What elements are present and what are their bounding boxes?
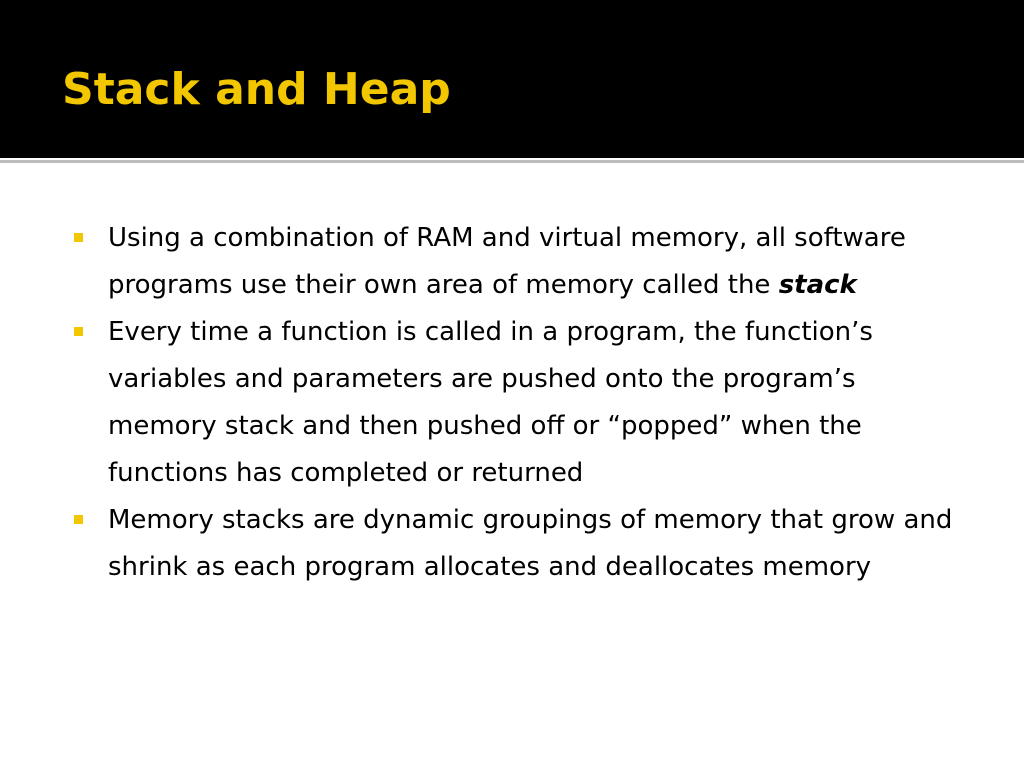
title-bar: Stack and Heap	[0, 0, 1024, 158]
bullet-emphasis-stack: stack	[778, 270, 857, 300]
square-bullet-icon	[74, 515, 83, 524]
title-divider	[0, 158, 1024, 168]
bullet-text: Using a combination of RAM and virtual m…	[108, 223, 906, 300]
bullet-item-dynamic-groupings: Memory stacks are dynamic groupings of m…	[72, 497, 972, 591]
bullet-item-function-calls: Every time a function is called in a pro…	[72, 309, 972, 497]
bullet-list: Using a combination of RAM and virtual m…	[72, 215, 972, 591]
divider-line	[0, 160, 1024, 163]
bullet-text: Memory stacks are dynamic groupings of m…	[108, 505, 953, 582]
slide-content: Using a combination of RAM and virtual m…	[0, 168, 1024, 768]
square-bullet-icon	[74, 327, 83, 336]
square-bullet-icon	[74, 233, 83, 242]
bullet-item-ram-virtual-memory: Using a combination of RAM and virtual m…	[72, 215, 972, 309]
bullet-text: Every time a function is called in a pro…	[108, 317, 873, 488]
slide-title: Stack and Heap	[62, 64, 451, 115]
